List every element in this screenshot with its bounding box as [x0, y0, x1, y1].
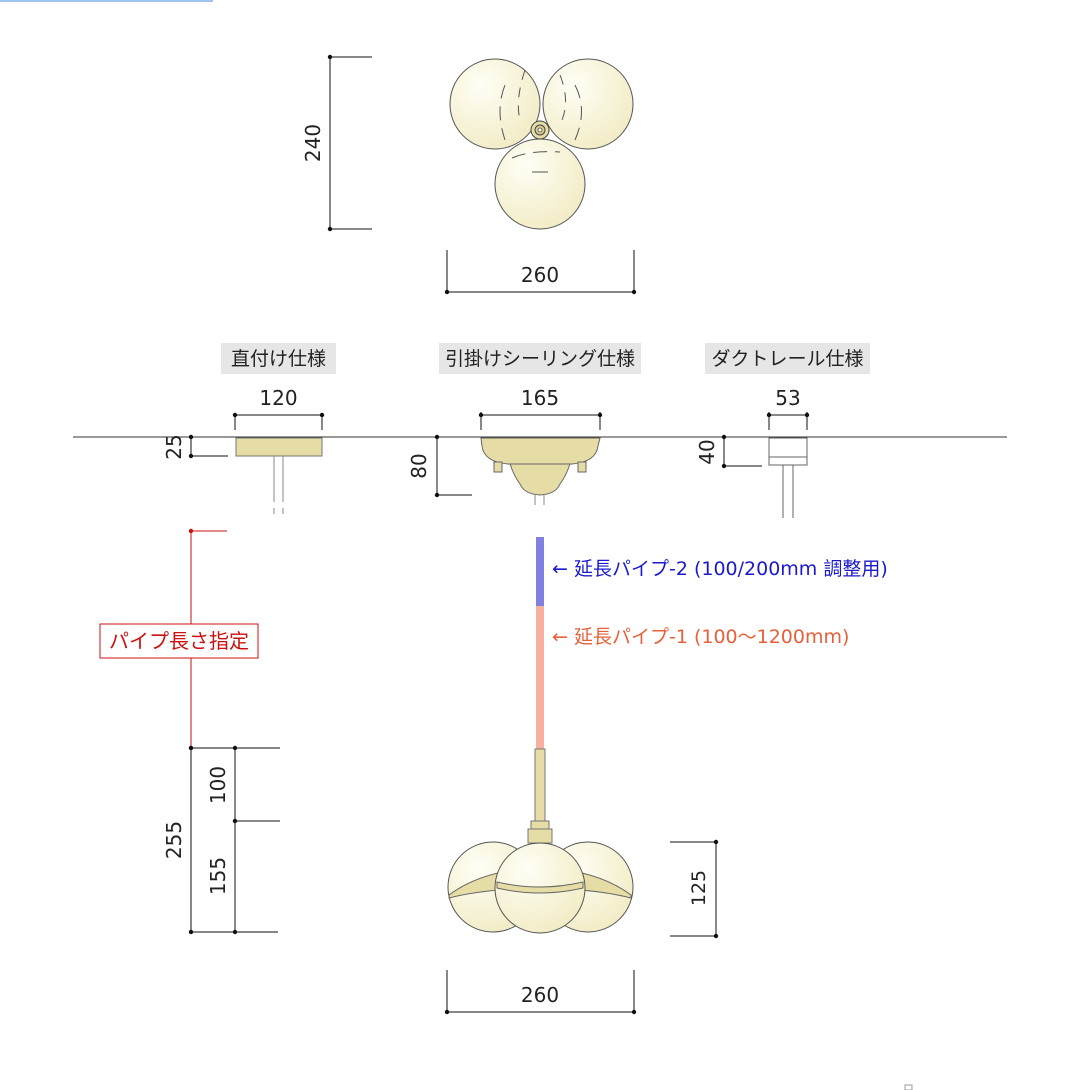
duct-height-value: 40: [695, 439, 719, 464]
top-width-dimension: 260: [444, 250, 637, 295]
hook-canopy: [480, 437, 601, 465]
duct-rail-mount: 53 40: [695, 386, 810, 518]
direct-mount: 120 25: [162, 386, 325, 518]
side-lower-value: 155: [206, 857, 230, 895]
pipes: ← 延長パイプ-2 (100/200mm 調整用) ← 延長パイプ-1 (100…: [99, 528, 888, 751]
corner-glyph: [904, 1084, 913, 1090]
label-duct-box: [705, 343, 870, 374]
pipe-1-note: ← 延長パイプ-1 (100～1200mm): [552, 626, 849, 648]
duct-width-value: 53: [775, 386, 800, 410]
pipe-2-note: ← 延長パイプ-2 (100/200mm 調整用): [552, 558, 888, 580]
pipe-length-box: [99, 623, 259, 659]
hook-height-value: 80: [407, 453, 431, 478]
pipe-1: [536, 606, 544, 749]
top-globe-bottom: [494, 138, 586, 230]
side-total-value: 255: [162, 821, 186, 859]
top-globe-right: [542, 58, 634, 150]
hook-width-value: 165: [521, 386, 559, 410]
pipe-2: [536, 537, 544, 606]
top-globe-left: [449, 58, 541, 150]
label-hook: 引掛けシーリング仕様: [445, 348, 635, 370]
hook-ceiling-mount: 165 80: [407, 386, 603, 505]
label-hook-box: [439, 343, 641, 374]
side-globe-height-value: 125: [688, 870, 710, 906]
stem: [534, 748, 546, 822]
label-direct: 直付け仕様: [231, 348, 326, 370]
direct-height-value: 25: [162, 434, 186, 459]
mounting-labels: 直付け仕様 引掛けシーリング仕様 ダクトレール仕様: [221, 343, 870, 374]
label-direct-box: [221, 343, 336, 374]
side-upper-value: 100: [206, 766, 230, 804]
direct-width-value: 120: [259, 386, 297, 410]
side-view: 255 100 155 125 260: [162, 745, 719, 1015]
top-view: 240 260: [301, 54, 637, 295]
direct-canopy: [235, 437, 323, 457]
duct-adapter: [768, 437, 808, 466]
label-duct: ダクトレール仕様: [711, 348, 863, 370]
top-width-value: 260: [521, 263, 559, 287]
top-height-dimension: 240: [301, 54, 372, 232]
pipe-length-label: パイプ長さ指定: [109, 629, 249, 653]
side-width-value: 260: [521, 983, 559, 1007]
top-height-value: 240: [301, 124, 325, 162]
